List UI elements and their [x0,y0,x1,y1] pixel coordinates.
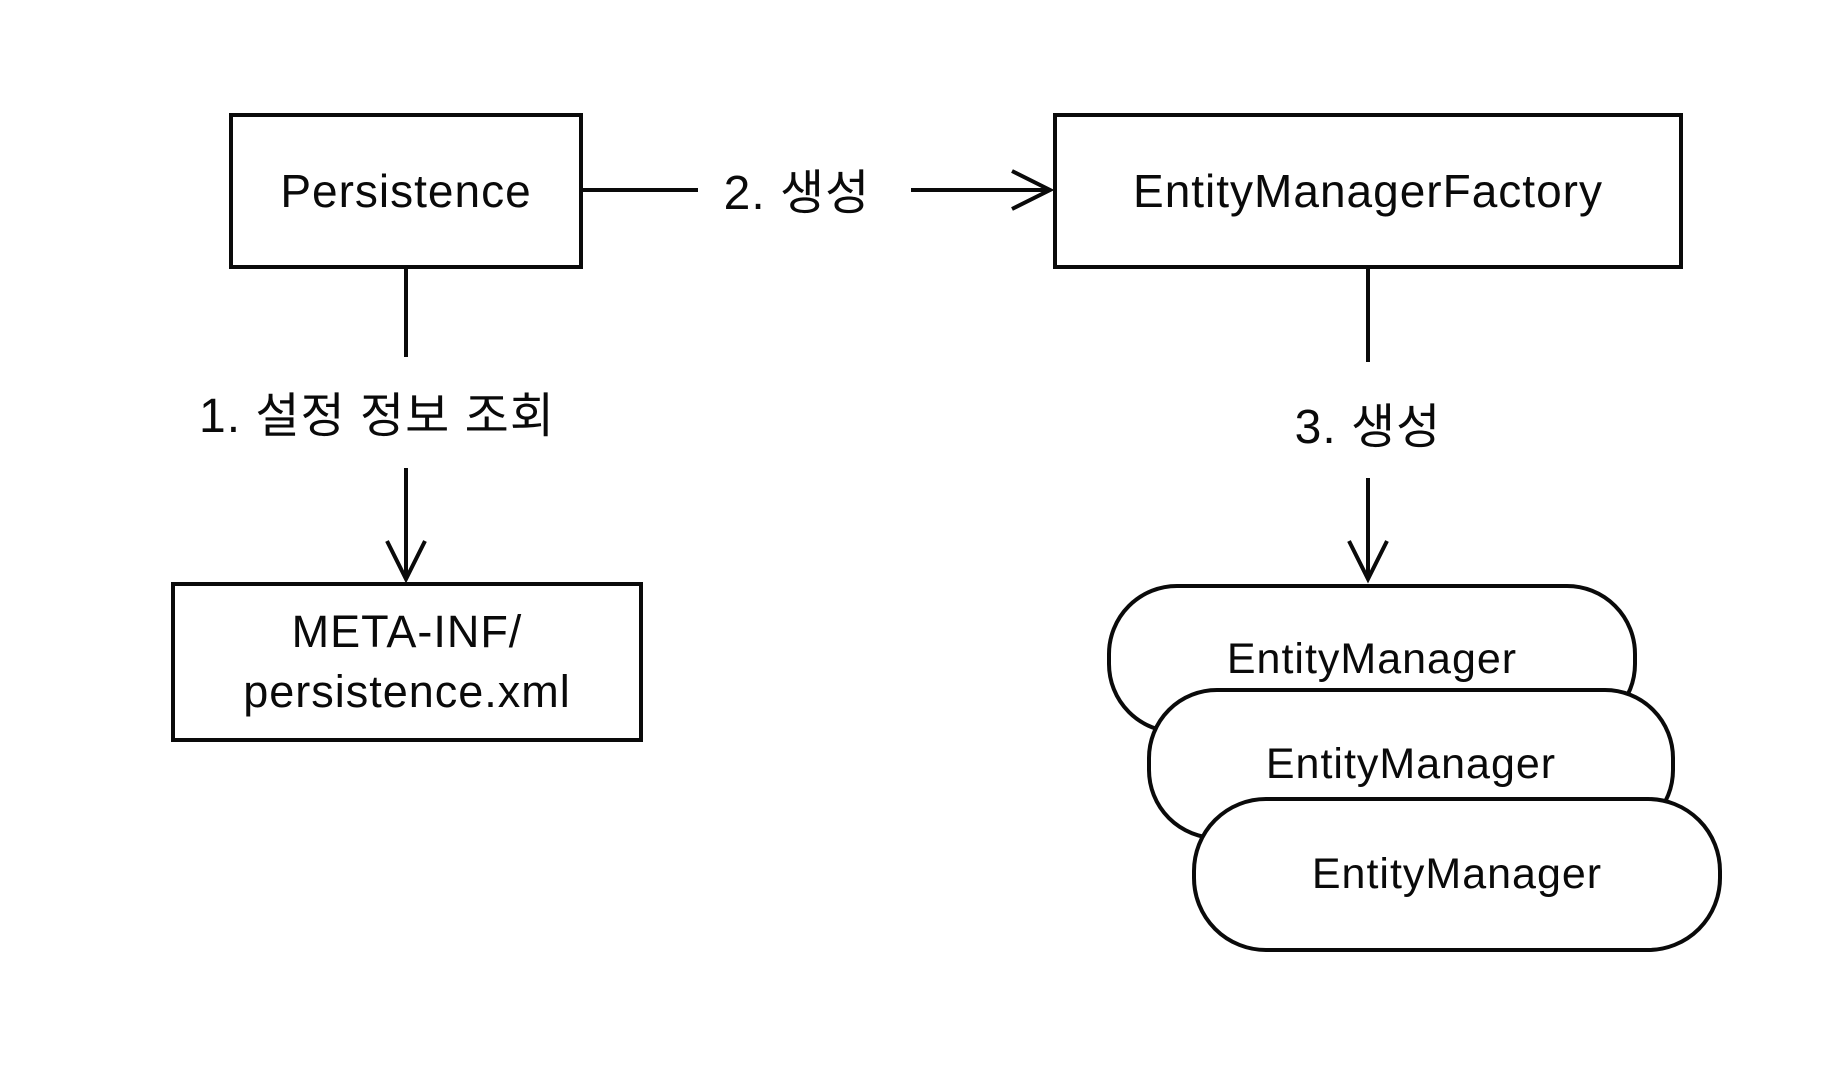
edge-step3-arrowhead-icon [1347,540,1389,584]
entity-manager-factory-node-label: EntityManagerFactory [1133,165,1603,217]
meta-inf-persistence-xml-node: META-INF/ persistence.xml [171,582,643,742]
meta-inf-node-label: META-INF/ persistence.xml [243,602,571,722]
meta-inf-node-label-line2: persistence.xml [243,666,571,717]
edge-step1-arrowhead-icon [385,540,427,584]
edge-step1-label: 1. 설정 정보 조회 [199,376,555,446]
persistence-node-label: Persistence [280,165,532,217]
persistence-node: Persistence [229,113,583,269]
meta-inf-node-label-line1: META-INF/ [291,606,523,657]
edge-step2-arrowhead-icon [1011,169,1055,211]
entity-manager-node-3-label: EntityManager [1311,850,1603,898]
entity-manager-node-2-label: EntityManager [1265,739,1557,788]
entity-manager-node-1-label: EntityManager [1226,634,1518,683]
edge-step2-label: 2. 생성 [723,153,871,223]
entity-manager-factory-node: EntityManagerFactory [1053,113,1683,269]
edge-step3-label: 3. 생성 [1294,387,1442,457]
entity-manager-node-3: EntityManager [1192,797,1722,952]
